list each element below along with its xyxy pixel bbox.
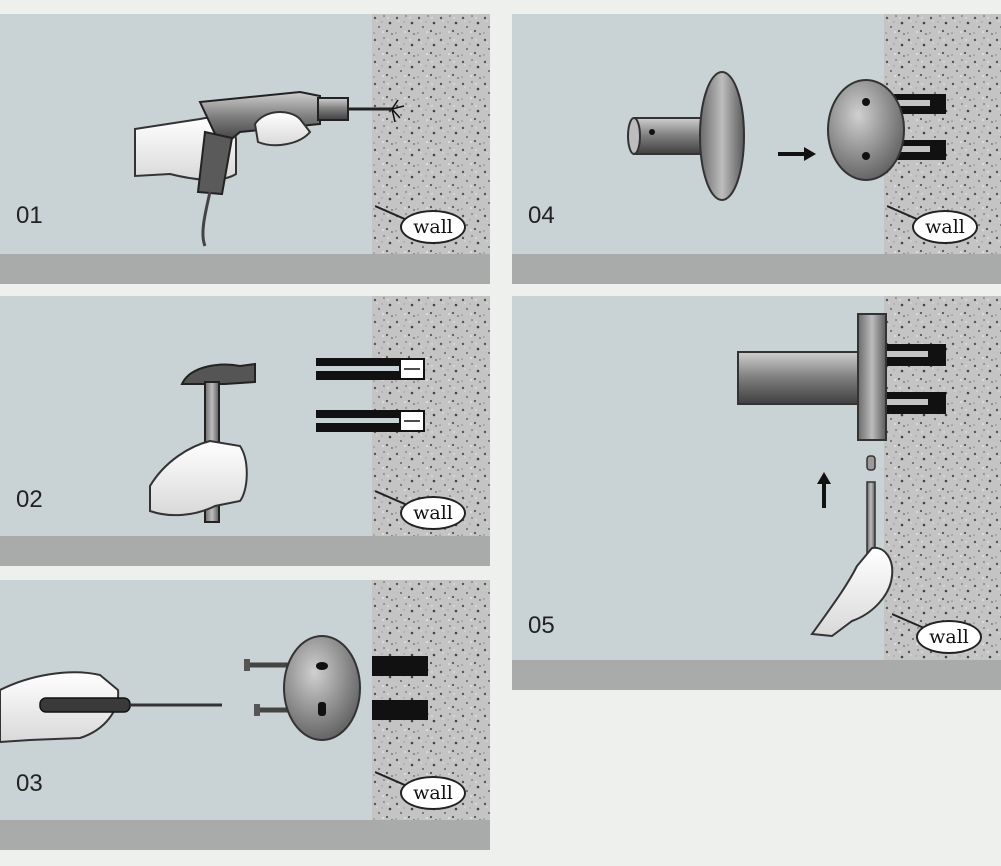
step-number: 02 <box>16 486 43 513</box>
wall-label-bubble: wall <box>912 210 978 244</box>
panel-shelf <box>512 660 1001 690</box>
step-number: 01 <box>16 202 43 229</box>
panel-shelf <box>512 254 1001 284</box>
step-panel-03: 03 wall <box>0 580 490 820</box>
step-panel-04: 04 wall <box>512 14 1001 254</box>
wall-label-bubble: wall <box>916 620 982 654</box>
step-panel-01: 01 wall <box>0 14 490 254</box>
drill-illustration <box>134 90 405 247</box>
panel-shelf <box>0 536 490 566</box>
set-screw-illustration <box>737 313 946 638</box>
wall-label-bubble: wall <box>400 776 466 810</box>
panel-shelf <box>0 254 490 284</box>
wall-label-bubble: wall <box>400 496 466 530</box>
step-panel-05: 05 wall <box>512 296 1001 660</box>
speech-bubble-tail <box>892 613 925 629</box>
step-number: 05 <box>528 612 555 639</box>
step-number: 04 <box>528 202 555 229</box>
step-number: 03 <box>16 770 43 797</box>
hammer-illustration <box>149 358 425 523</box>
speech-bubble-tail <box>375 205 408 221</box>
wall-label-bubble: wall <box>400 210 466 244</box>
screwdriver-illustration <box>0 635 428 744</box>
speech-bubble-tail <box>375 771 408 787</box>
speech-bubble-tail <box>887 205 920 221</box>
holder-attach-illustration <box>627 71 946 201</box>
step-panel-02: 02 wall <box>0 296 490 536</box>
panel-shelf <box>0 820 490 850</box>
speech-bubble-tail <box>375 490 408 506</box>
